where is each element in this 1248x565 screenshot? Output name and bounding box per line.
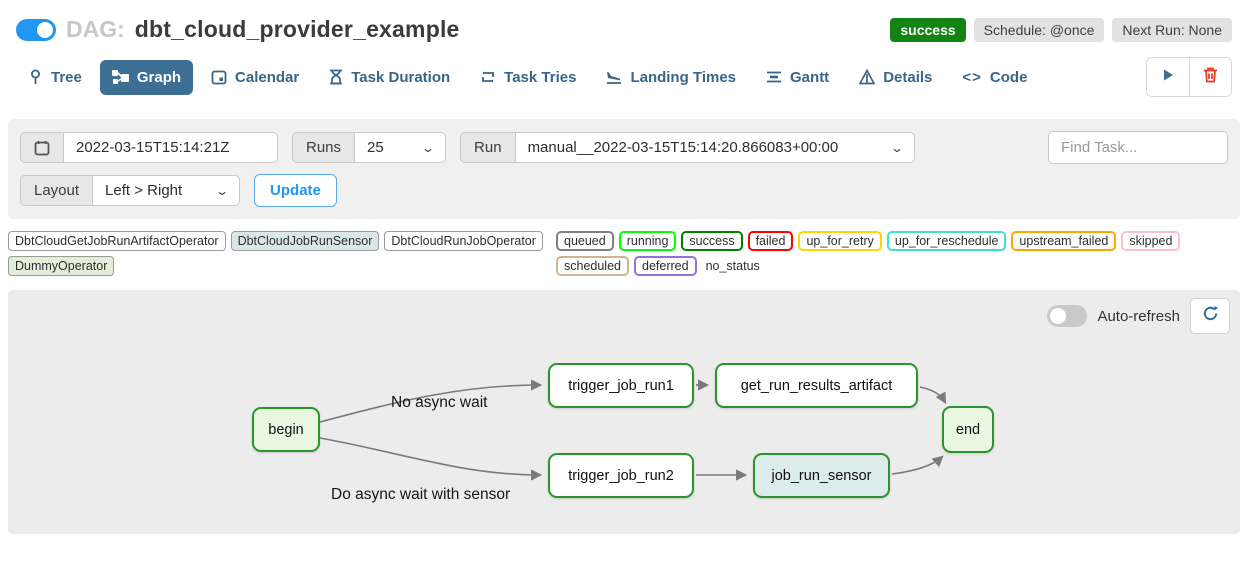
next-run-badge: Next Run: None — [1112, 17, 1232, 42]
legend-status[interactable]: queued — [556, 231, 614, 251]
tree-icon — [28, 69, 43, 85]
filter-panel: Runs 25 ⌄ Run manual__2022-03-15T15:14:2… — [8, 119, 1240, 219]
tab-task-tries[interactable]: Task Tries — [468, 60, 588, 95]
legend-operator: DbtCloudGetJobRunArtifactOperator — [8, 231, 226, 251]
find-task-input[interactable] — [1048, 131, 1228, 164]
legend-operator: DummyOperator — [8, 256, 115, 276]
runs-label: Runs — [292, 132, 355, 163]
tab-gantt[interactable]: Gantt — [754, 60, 841, 95]
dag-header: DAG: dbt_cloud_provider_example success … — [0, 0, 1248, 47]
run-select[interactable]: manual__2022-03-15T15:14:20.866083+00:00… — [514, 132, 915, 163]
toggle-knob — [1050, 308, 1067, 324]
runs-count-select[interactable]: 25 ⌄ — [354, 132, 447, 163]
delete-dag-button[interactable] — [1189, 58, 1231, 96]
update-button[interactable]: Update — [254, 174, 337, 207]
task-node-job-run-sensor[interactable]: job_run_sensor — [753, 453, 890, 498]
task-node-trigger-job-run2[interactable]: trigger_job_run2 — [548, 453, 694, 498]
dag-prefix-label: DAG: — [66, 16, 125, 42]
tab-details[interactable]: Details — [847, 60, 944, 95]
run-label: Run — [460, 132, 515, 163]
legend-operator: DbtCloudJobRunSensor — [230, 231, 380, 251]
view-tabs-row: Tree Graph Calendar Task Duration Task T… — [0, 47, 1248, 111]
task-node-get-run-results-artifact[interactable]: get_run_results_artifact — [715, 363, 918, 408]
calendar-icon — [211, 69, 227, 85]
legend-operator: DbtCloudRunJobOperator — [384, 231, 543, 251]
legend-status[interactable]: deferred — [634, 256, 697, 276]
auto-refresh-label: Auto-refresh — [1097, 307, 1180, 325]
page-title: dbt_cloud_provider_example — [134, 16, 460, 42]
tab-landing-times[interactable]: Landing Times — [594, 60, 748, 95]
auto-refresh-toggle[interactable] — [1047, 305, 1088, 327]
execution-date-input[interactable] — [63, 132, 278, 163]
graph-icon — [111, 69, 129, 85]
schedule-badge: Schedule: @once — [973, 17, 1105, 42]
trash-icon — [1203, 67, 1218, 88]
tab-graph[interactable]: Graph — [99, 59, 194, 95]
plane-landing-icon — [606, 69, 622, 85]
calendar-addon[interactable] — [20, 132, 63, 163]
dag-pause-toggle[interactable] — [16, 18, 56, 41]
layout-label: Layout — [20, 175, 93, 206]
dag-graph-panel: begin trigger_job_run1 get_run_results_a… — [8, 290, 1240, 534]
details-icon — [859, 69, 876, 85]
operator-legend: DbtCloudGetJobRunArtifactOperator DbtClo… — [8, 231, 556, 276]
layout-select[interactable]: Left > Right ⌄ — [92, 175, 241, 206]
tab-calendar[interactable]: Calendar — [199, 60, 311, 95]
toggle-knob — [37, 21, 53, 38]
legend: DbtCloudGetJobRunArtifactOperator DbtClo… — [0, 219, 1248, 280]
edge-label-no-async-wait: No async wait — [391, 394, 488, 411]
hourglass-icon — [329, 69, 343, 85]
tab-tree[interactable]: Tree — [16, 60, 94, 95]
tab-code[interactable]: <> Code — [962, 68, 1028, 86]
trigger-dag-button[interactable] — [1147, 58, 1189, 96]
edge-label-do-async-wait: Do async wait with sensor — [331, 486, 511, 503]
refresh-icon — [1202, 305, 1219, 327]
legend-status[interactable]: upstream_failed — [1011, 231, 1117, 251]
legend-status[interactable]: skipped — [1121, 231, 1181, 251]
legend-status[interactable]: up_for_retry — [798, 231, 882, 251]
legend-status[interactable]: success — [681, 231, 743, 251]
task-node-begin[interactable]: begin — [252, 407, 320, 452]
play-icon — [1161, 68, 1175, 87]
gantt-icon — [766, 69, 782, 85]
chevron-down-icon: ⌄ — [214, 183, 230, 198]
legend-status: no_status — [705, 259, 760, 273]
dag-actions — [1146, 57, 1232, 97]
repeat-icon — [480, 69, 496, 85]
task-node-trigger-job-run1[interactable]: trigger_job_run1 — [548, 363, 694, 408]
status-badge: success — [890, 17, 966, 42]
tab-task-duration[interactable]: Task Duration — [317, 60, 462, 95]
chevron-down-icon: ⌄ — [420, 140, 436, 155]
status-legend: queued running success failed up_for_ret… — [556, 231, 1240, 276]
legend-status[interactable]: running — [618, 231, 677, 251]
chevron-down-icon: ⌄ — [889, 140, 904, 155]
dag-edges — [319, 379, 947, 481]
legend-status[interactable]: up_for_reschedule — [886, 231, 1007, 251]
legend-status[interactable]: scheduled — [556, 256, 629, 276]
legend-status[interactable]: failed — [747, 231, 794, 251]
refresh-button[interactable] — [1190, 298, 1230, 334]
task-node-end[interactable]: end — [942, 406, 994, 453]
code-icon: <> — [962, 68, 982, 86]
